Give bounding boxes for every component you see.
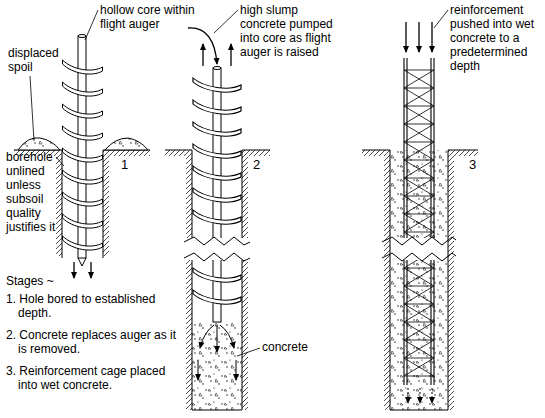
stage-two-figure	[165, 10, 270, 410]
stage-note: 1. Hole bored to established depth.	[6, 292, 180, 320]
callout-text: high slump concrete pumped into core as …	[240, 3, 335, 59]
stage-number: 3	[469, 158, 476, 172]
callout-text: borehole unlined unless subsoil quality …	[6, 150, 68, 234]
stage-note: 3. Reinforcement cage placed into wet co…	[6, 364, 180, 392]
stage-number: 1	[121, 158, 128, 172]
callout-text: hollow core within flight auger	[100, 3, 200, 31]
notes-heading: Stages ~	[6, 274, 54, 288]
callout-text: displaced spoil	[8, 46, 68, 74]
stage-note: 2. Concrete replaces auger as it is remo…	[6, 328, 180, 356]
material-label: concrete	[262, 340, 308, 354]
callout-text: reinforcement pushed into wet concrete t…	[450, 3, 542, 73]
stage-number: 2	[253, 158, 260, 172]
